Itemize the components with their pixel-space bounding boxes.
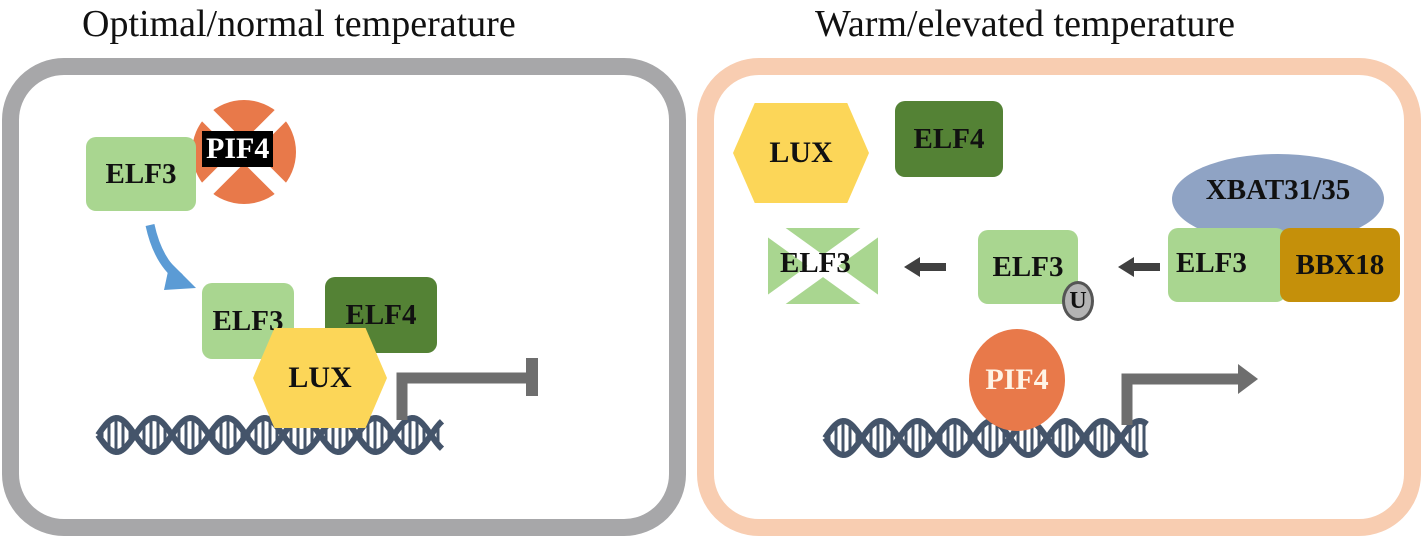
- left-panel-title: Optimal/normal temperature: [82, 3, 516, 45]
- elf3-bound-label: ELF3: [1176, 247, 1247, 279]
- bbx18-protein: BBX18: [1280, 228, 1400, 302]
- elf3-degraded-label: ELF3: [780, 247, 851, 279]
- pif4-protein-active: PIF4: [969, 329, 1065, 431]
- elf3-protein-ubiquitinated: ELF3: [978, 230, 1078, 304]
- ubiquitin-tag: U: [1062, 281, 1094, 321]
- pif4-protein-degraded: PIF4: [202, 131, 274, 167]
- lux-protein-free: LUX: [733, 103, 869, 203]
- elf4-protein-free: ELF4: [895, 101, 1003, 177]
- lux-protein-complex: LUX: [253, 328, 387, 428]
- xbat31-35-label: XBAT31/35: [1205, 174, 1351, 206]
- right-panel-title: Warm/elevated temperature: [815, 3, 1235, 45]
- elf3-protein-free: ELF3: [86, 137, 196, 211]
- elf3-protein-bound: [1168, 228, 1286, 302]
